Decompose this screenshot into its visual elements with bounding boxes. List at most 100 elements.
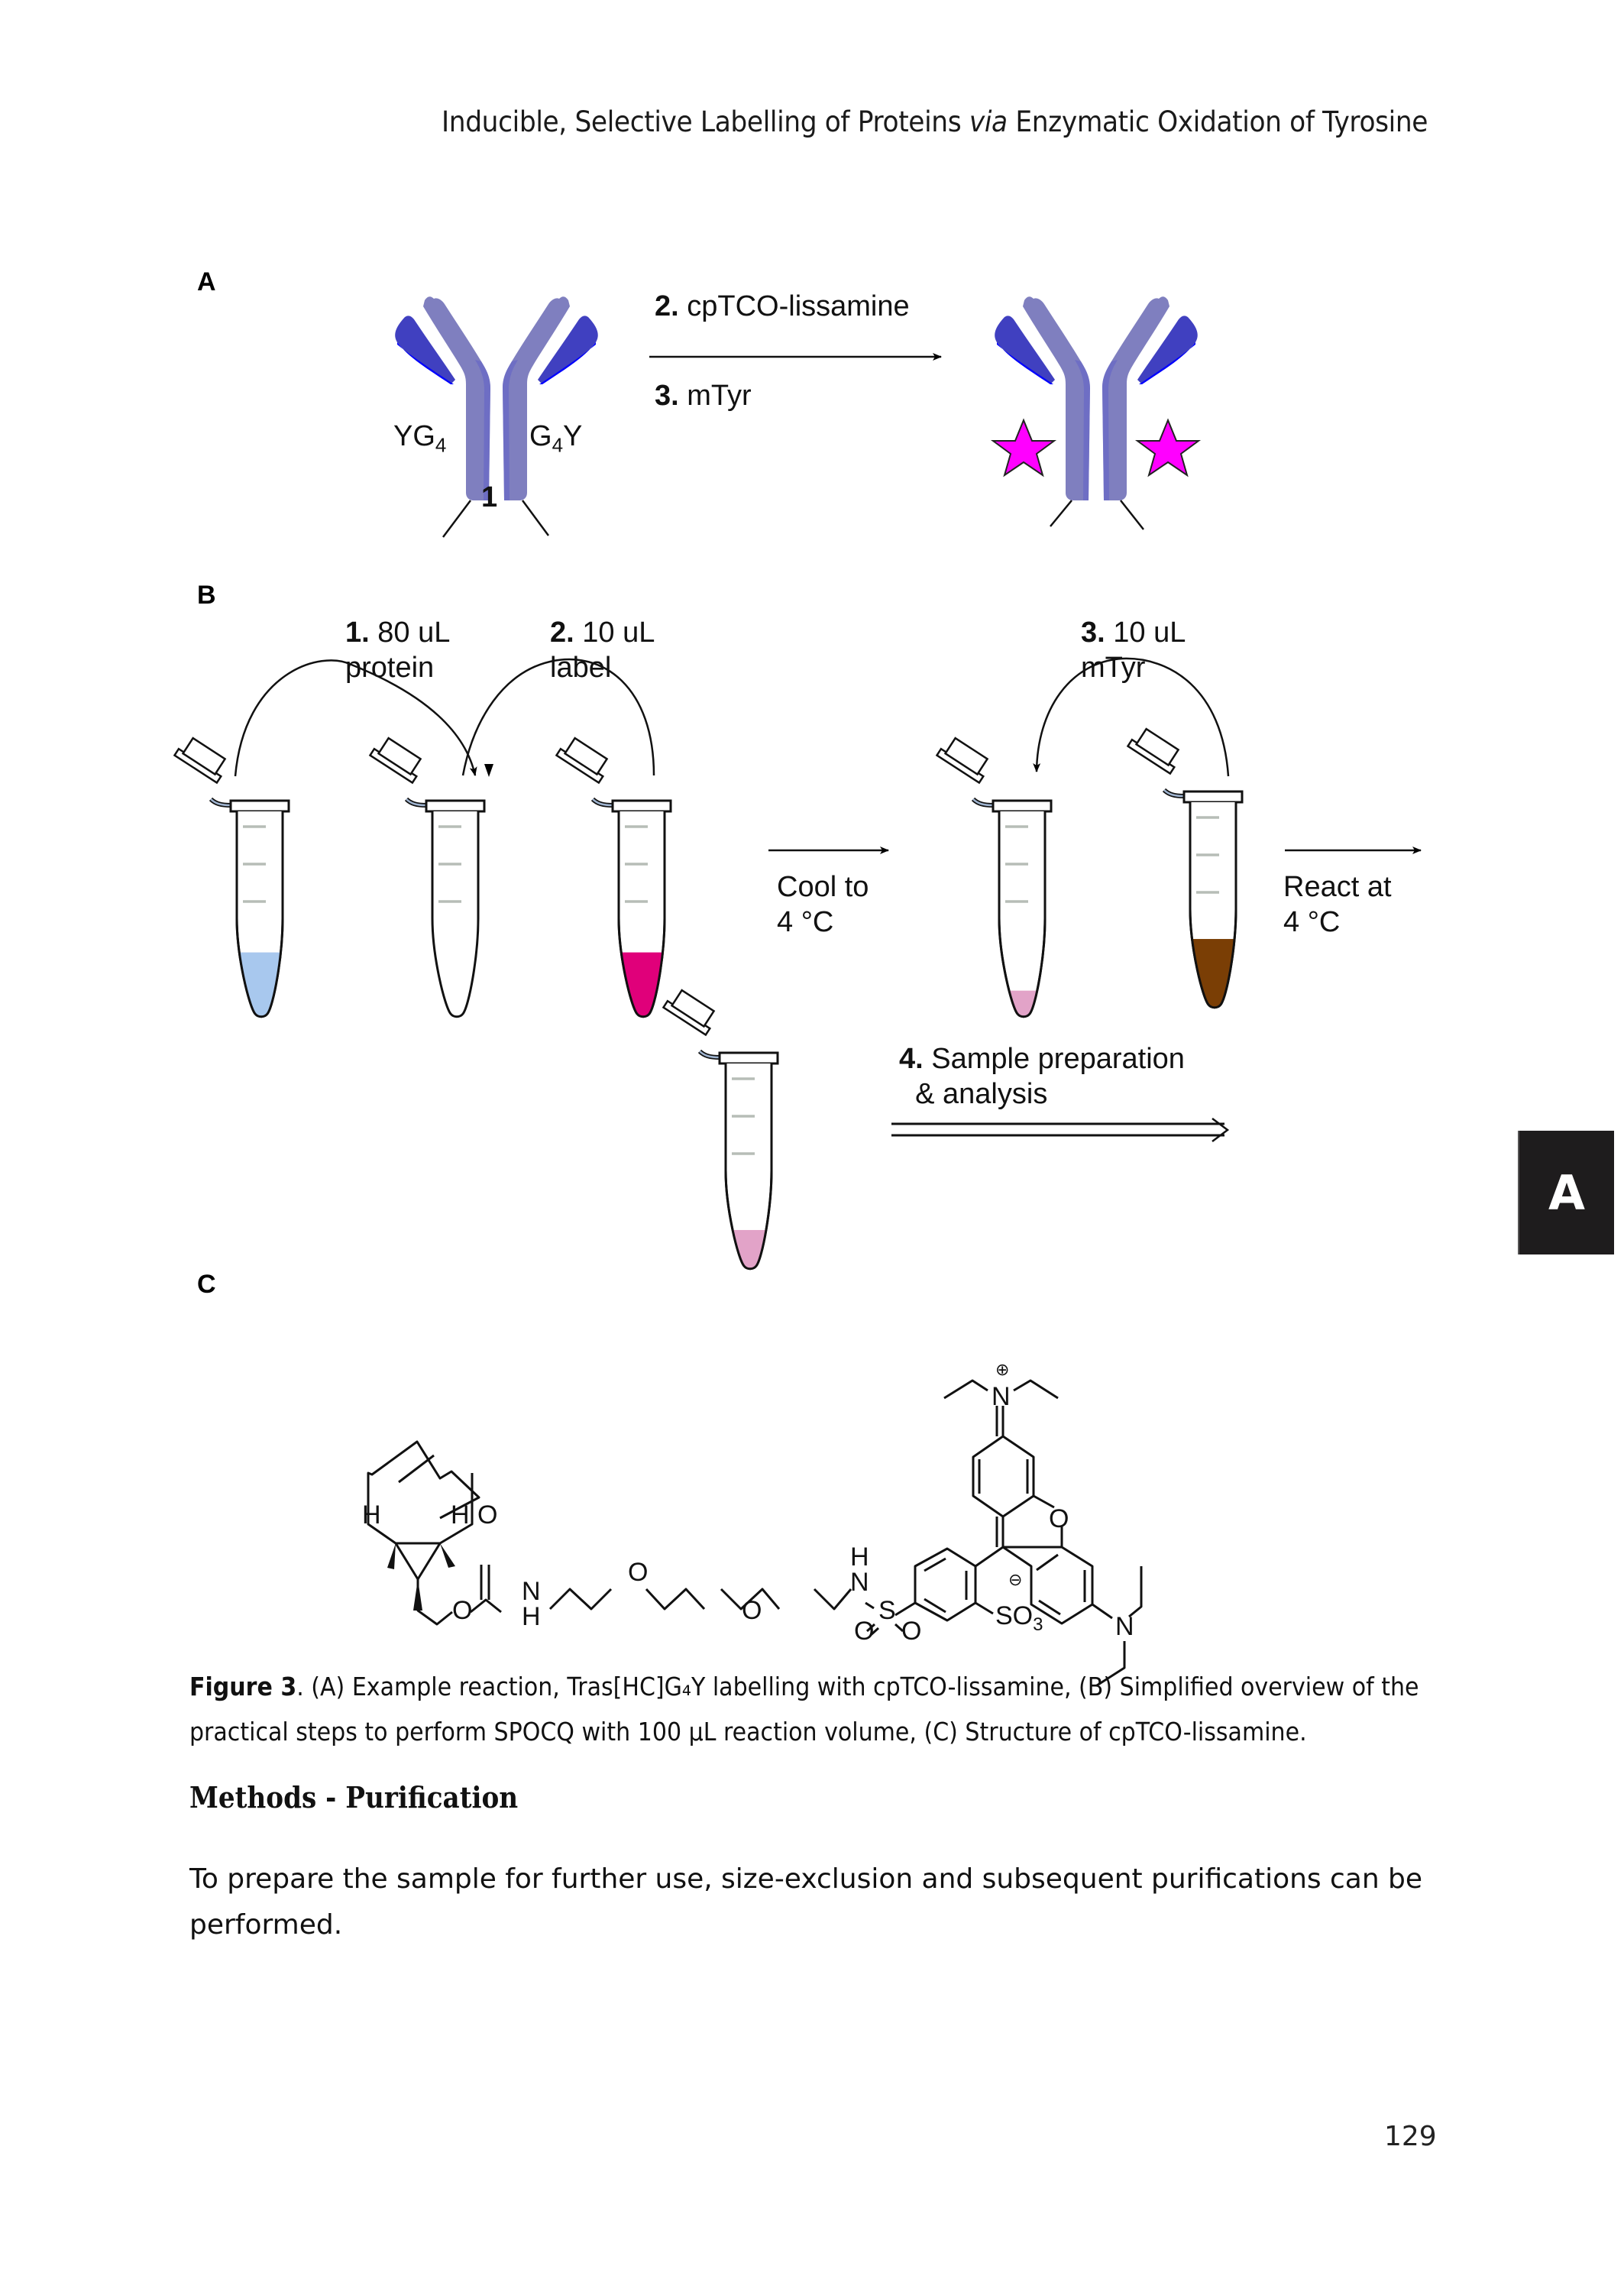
fluorophore-star-right — [1134, 418, 1202, 478]
tag-left-text: YG — [393, 420, 435, 452]
atom-n-plus: N — [992, 1382, 1011, 1411]
cooled-mixture-tube — [937, 735, 1054, 1033]
tube-liquid — [726, 1229, 772, 1269]
step-number: 3. — [1081, 617, 1105, 649]
step-number: 1. — [345, 617, 370, 649]
atom-o: O — [854, 1617, 875, 1646]
reagent-name: cpTCO-lissamine — [678, 290, 910, 322]
caption-line-1: Figure 3. (A) Example reaction, Tras[HC]… — [189, 1664, 1419, 1709]
step-reagent: label — [550, 652, 612, 684]
atom-h: H — [451, 1500, 470, 1530]
paragraph-word: size-exclusion — [721, 1863, 914, 1895]
step-number: 4. — [899, 1043, 924, 1075]
tag-right-text: G — [529, 420, 552, 452]
compound-number: 1 — [481, 481, 498, 513]
tube-liquid — [999, 990, 1045, 1017]
step-reagent: protein — [345, 652, 435, 684]
tube-liquid — [1190, 939, 1236, 1008]
page-number: 129 — [1384, 2121, 1437, 2152]
caption-label: Figure 3 — [189, 1672, 297, 1701]
atom-n: N — [1115, 1612, 1134, 1641]
protein-tube — [174, 735, 292, 1033]
fluorophore-star-left — [990, 418, 1057, 478]
panel-label-b: B — [197, 581, 216, 610]
section-heading: Methods - Purification — [189, 1780, 519, 1814]
label-tube — [556, 735, 674, 1033]
positive-charge: ⊕ — [995, 1360, 1010, 1379]
sulfonate-group: SO3 — [995, 1598, 1043, 1643]
linker-right — [1120, 500, 1144, 530]
paragraph-word: can — [1330, 1863, 1380, 1895]
step-volume: 10 uL — [1105, 617, 1186, 649]
cool-text: Cool to — [777, 871, 869, 903]
step-4-label: 4. Sample preparation & analysis — [899, 1041, 1185, 1112]
running-header: Inducible, Selective Labelling of Protei… — [442, 105, 1428, 138]
tag-left-sub: 4 — [435, 433, 447, 457]
linker-left — [1050, 500, 1072, 527]
caption-text: . (A) Example reaction, Tras[HC]G₄Y labe… — [296, 1672, 1419, 1701]
tube-liquid — [237, 952, 283, 1017]
react-temp: 4 °C — [1283, 906, 1341, 938]
atom-o: O — [1049, 1504, 1069, 1533]
tag-right-end: Y — [563, 420, 583, 452]
wedge-bond-left — [387, 1543, 396, 1569]
atom-o: O — [901, 1617, 922, 1646]
tag-left: YG4 — [393, 419, 446, 463]
running-header-text-end: Enzymatic Oxidation of Tyrosine — [1007, 105, 1428, 138]
step-4-text: Sample preparation — [923, 1043, 1185, 1075]
reagent-step-3: 3. mTyr — [655, 378, 752, 413]
reagent-name: mTyr — [678, 380, 752, 412]
paragraph-word: be — [1387, 1863, 1422, 1895]
paragraph-word: for — [505, 1863, 543, 1895]
atom-s: S — [878, 1596, 896, 1625]
atom-o: O — [628, 1558, 649, 1587]
panel-label-a: A — [197, 267, 216, 296]
paragraph-word: prepare — [227, 1863, 335, 1895]
step-4-text-2: & analysis — [915, 1078, 1048, 1110]
mtyr-tube — [1127, 726, 1245, 1024]
running-header-italic: via — [969, 105, 1008, 138]
paragraph-word: sample — [396, 1863, 497, 1895]
linker-right — [521, 500, 550, 536]
final-sample-tube — [663, 987, 781, 1285]
atom-o: O — [452, 1596, 473, 1625]
tube-liquid — [619, 952, 665, 1017]
empty-reaction-tube — [370, 735, 484, 1017]
linker-left — [442, 500, 471, 538]
paragraph-word: the — [342, 1863, 388, 1895]
paragraph-word: further — [552, 1863, 647, 1895]
caption-line-2: practical steps to perform SPOCQ with 10… — [189, 1717, 1307, 1747]
analysis-double-arrow — [891, 1118, 1230, 1142]
atom-subscript: 3 — [1033, 1614, 1043, 1635]
atom-n: N — [522, 1577, 541, 1606]
paragraph-word: subsequent — [982, 1863, 1143, 1895]
figure-caption: Figure 3. (A) Example reaction, Tras[HC]… — [189, 1664, 1419, 1754]
atom-n: N — [850, 1568, 869, 1597]
atom-so: SO — [995, 1601, 1034, 1630]
tag-right: G4Y — [529, 419, 582, 463]
paragraph-line-2: performed. — [189, 1909, 343, 1941]
antibody-labelled — [995, 296, 1198, 530]
atom-h: H — [522, 1602, 541, 1631]
negative-charge: ⊖ — [1008, 1570, 1023, 1589]
paragraph-word: To — [189, 1863, 218, 1895]
reagent-step-2: 2. cpTCO-lissamine — [655, 289, 910, 324]
paragraph-word: and — [921, 1863, 974, 1895]
atom-o: O — [742, 1596, 762, 1625]
wedge-bond-ch2 — [413, 1579, 422, 1611]
wedge-bond-right — [440, 1543, 455, 1568]
react-text: React at — [1283, 871, 1392, 903]
paragraph-word: use, — [655, 1863, 713, 1895]
tag-right-sub: 4 — [552, 433, 564, 457]
paragraph-word: purifications — [1150, 1863, 1322, 1895]
step-reagent: mTyr — [1081, 652, 1146, 684]
step-number: 2. — [550, 617, 574, 649]
running-header-text: Inducible, Selective Labelling of Protei… — [442, 105, 969, 138]
